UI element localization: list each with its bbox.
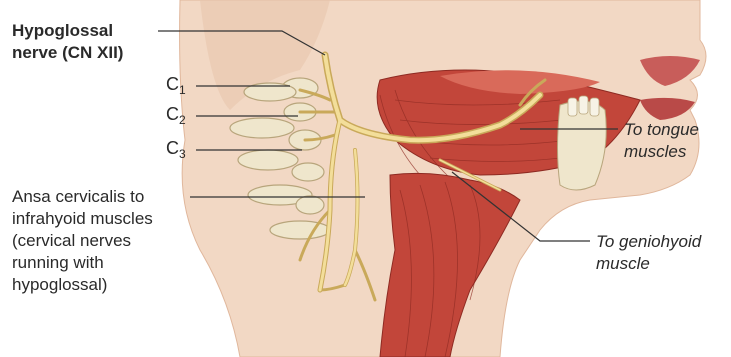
label-geniohyoid-line2: muscle: [596, 253, 650, 275]
label-c2-number: 2: [179, 113, 186, 127]
label-ansa-line2: infrahyoid muscles: [12, 208, 153, 230]
label-ansa-line3: (cervical nerves: [12, 230, 131, 252]
label-c1-letter: C: [166, 74, 179, 94]
label-c3-letter: C: [166, 138, 179, 158]
label-c1-number: 1: [179, 83, 186, 97]
label-tongue-line2: muscles: [624, 141, 686, 163]
label-hypoglossal-line2: nerve (CN XII): [12, 42, 123, 64]
label-ansa-line1: Ansa cervicalis to: [12, 186, 144, 208]
label-geniohyoid-line1: To geniohyoid: [596, 231, 701, 253]
label-ansa-line5: hypoglossal): [12, 274, 107, 296]
label-c3-number: 3: [179, 147, 186, 161]
label-c1: C1: [166, 74, 186, 100]
teeth: [568, 96, 599, 116]
label-c3: C3: [166, 138, 186, 164]
label-c2: C2: [166, 104, 186, 130]
label-c2-letter: C: [166, 104, 179, 124]
label-tongue-line1: To tongue: [624, 119, 699, 141]
label-hypoglossal-line1: Hypoglossal: [12, 20, 113, 42]
label-ansa-line4: running with: [12, 252, 104, 274]
